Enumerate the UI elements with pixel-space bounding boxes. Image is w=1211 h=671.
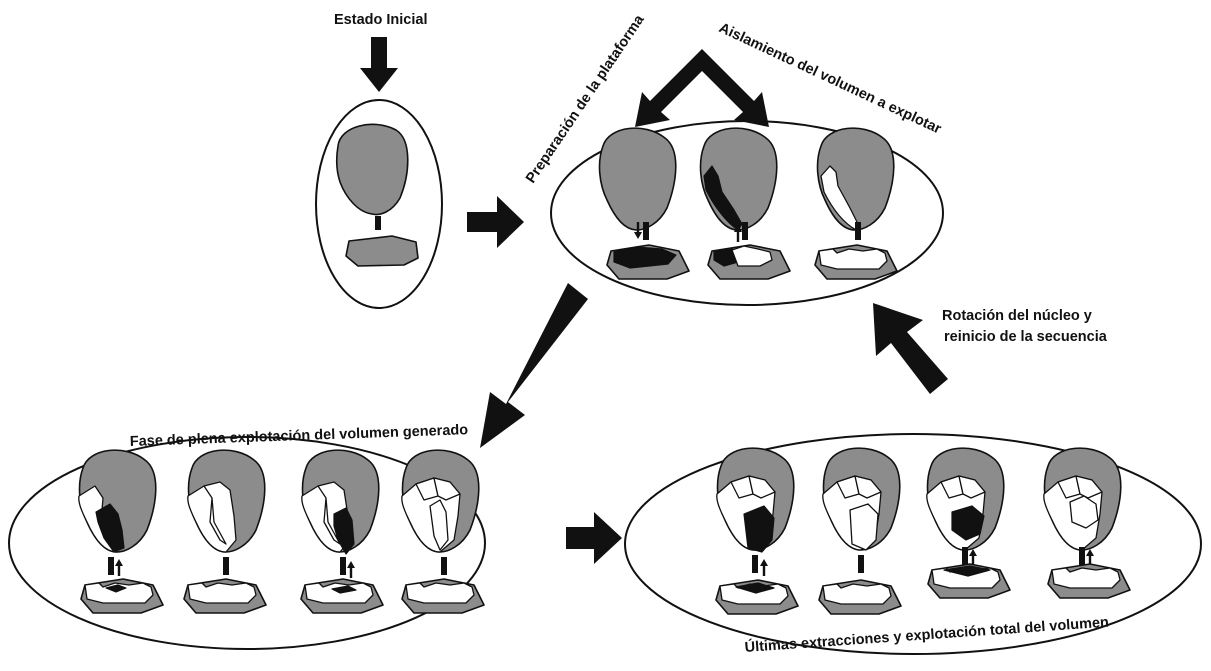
- double-headed-chevron-arrow: [635, 49, 769, 127]
- label-rotation-2: reinicio de la secuencia: [944, 329, 1108, 345]
- label-final-extractions: Últimas extracciones y explotación total…: [744, 613, 1109, 656]
- arrow-down-initial: [360, 37, 398, 92]
- prep-core-2: [699, 127, 791, 280]
- full-core-3: [300, 449, 384, 614]
- final-core-2: [818, 447, 902, 615]
- arrow-right-2: [566, 512, 622, 564]
- arrow-to-full-phase: [480, 283, 588, 448]
- preparation-ellipse: [550, 120, 944, 306]
- label-initial-state: Estado Inicial: [334, 12, 427, 28]
- prep-core-3: [814, 127, 898, 280]
- full-core-2: [183, 449, 267, 614]
- initial-core-plan: [335, 123, 409, 216]
- final-core-3: [926, 447, 1011, 599]
- final-extraction-ellipse: [624, 433, 1202, 655]
- prep-core-1: [598, 127, 690, 280]
- final-core-1: [715, 447, 799, 615]
- initial-core-profile: [345, 235, 419, 267]
- initial-state-ellipse: [315, 99, 443, 309]
- full-core-1: [78, 449, 164, 614]
- arrow-rotation-restart: [873, 303, 948, 394]
- label-full-exploitation-phase: Fase de plena explotación del volumen ge…: [130, 422, 469, 450]
- arrow-right-1: [467, 196, 524, 248]
- full-exploitation-ellipse: [8, 436, 486, 650]
- full-core-4: [401, 449, 485, 614]
- final-core-4: [1043, 447, 1131, 599]
- label-rotation-1: Rotación del núcleo y: [942, 308, 1092, 324]
- initial-connector: [375, 216, 381, 230]
